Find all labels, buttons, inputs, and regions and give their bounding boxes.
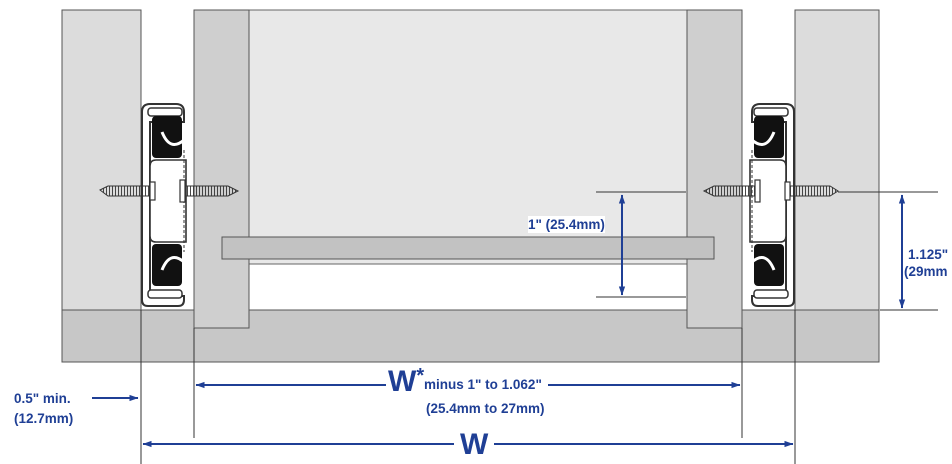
left-drawer-screw [179, 179, 240, 203]
drawer-right-side [686, 9, 743, 329]
right-drawer-screw [702, 179, 761, 203]
label-29mm-offset: (29mm [904, 264, 948, 279]
right-cabinet-screw [784, 181, 839, 201]
label-min-gap-mm: (12.7mm) [14, 411, 74, 426]
label-w-star: W* [386, 365, 427, 398]
left-drawer-slide [140, 102, 188, 308]
cabinet-bottom-panel [61, 309, 880, 363]
right-drawer-slide [748, 102, 796, 308]
label-w-star-rule-in: minus 1" to 1.062" [424, 376, 548, 393]
w-star-asterisk: * [416, 365, 425, 387]
drawer-back-panel [248, 9, 688, 265]
w-star-symbol: W [388, 365, 417, 398]
drawer-bottom [221, 236, 715, 260]
label-1125in-offset: 1.125" [908, 247, 949, 262]
extension-lines [140, 191, 938, 464]
label-min-gap-in: 0.5" min. [14, 391, 71, 406]
label-w-star-rule-mm: (25.4mm to 27mm) [426, 401, 545, 416]
label-w: W [454, 430, 495, 460]
cabinet-left-wall [61, 9, 142, 311]
drawer-left-side [193, 9, 250, 329]
cabinet-right-wall [794, 9, 880, 311]
label-1in-offset: 1" (25.4mm) [528, 216, 605, 233]
left-cabinet-screw [99, 181, 156, 201]
